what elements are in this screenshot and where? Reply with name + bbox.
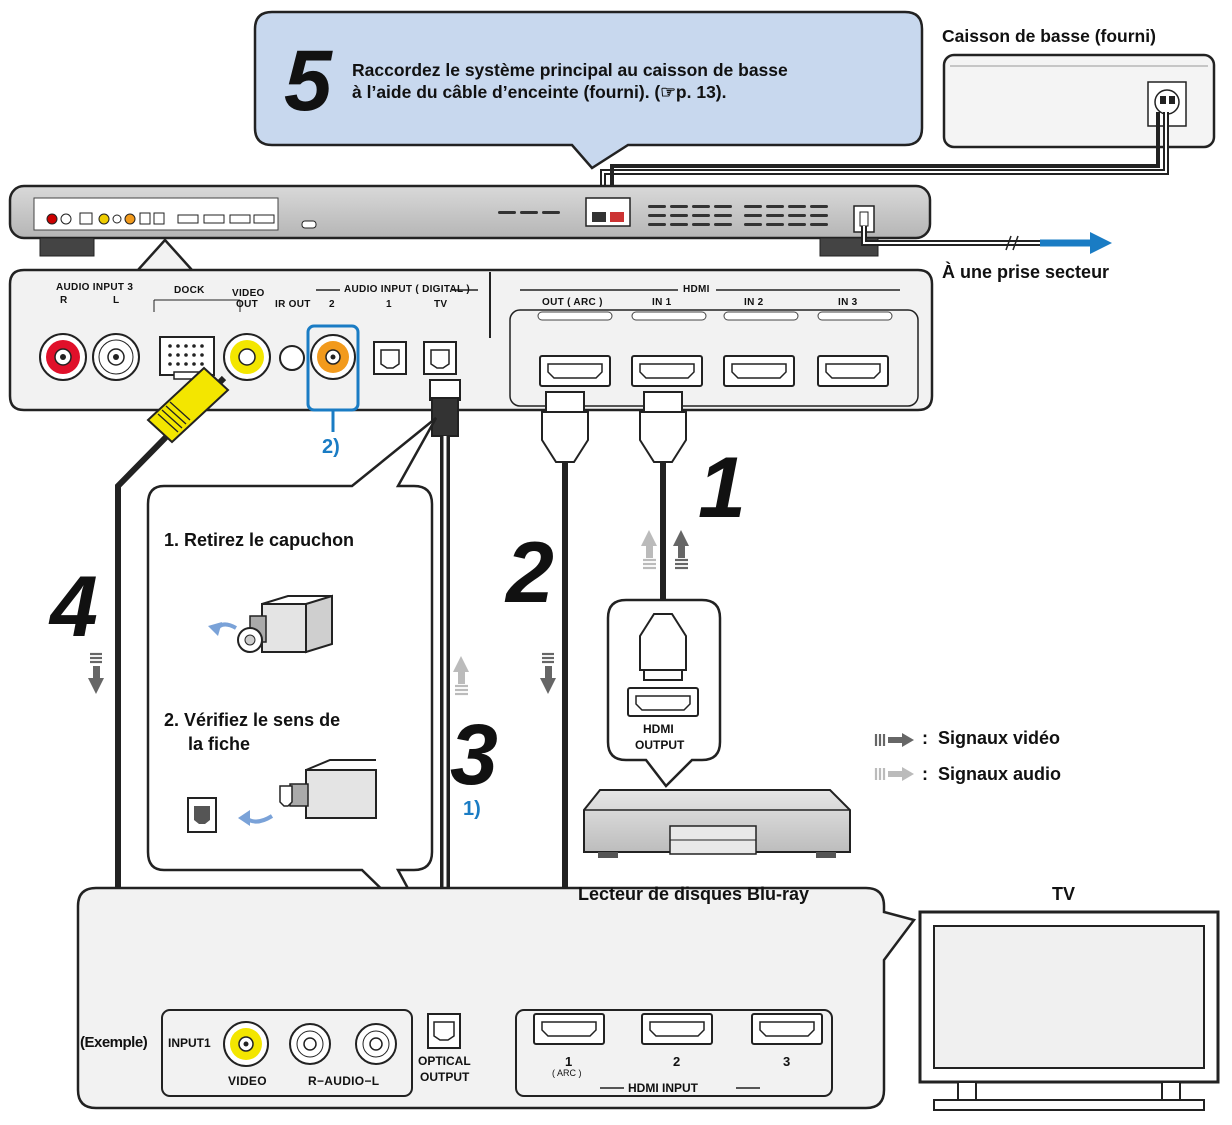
legend <box>874 733 914 781</box>
legend-sep-audio: : <box>922 764 928 784</box>
subwoofer-label: Caisson de basse (fourni) <box>942 26 1156 46</box>
hdmi-panel-title: HDMI <box>683 284 710 295</box>
optical-callout <box>146 417 440 945</box>
step-1-number: 1 <box>698 440 746 536</box>
hdmi-out-arc-label: OUT ( ARC ) <box>542 297 603 308</box>
tv-hdmi-1-label: 1 <box>565 1054 573 1069</box>
step-4-number: 4 <box>50 559 98 655</box>
soundbar-back <box>8 184 932 257</box>
tv-video-label: VIDEO <box>228 1074 267 1088</box>
digital-2-label: 2 <box>329 299 335 310</box>
step-5-number: 5 <box>284 33 332 129</box>
legend-audio-label: Signaux audio <box>938 764 1062 784</box>
l-label: L <box>113 295 120 306</box>
step5-callout <box>253 10 924 170</box>
player-hdmi-label: HDMI <box>643 722 674 736</box>
tv-hdmi-input-label: HDMI INPUT <box>628 1081 698 1095</box>
tv-panel <box>76 886 917 1110</box>
remove-cap-illustration <box>208 594 333 654</box>
hdmi-in1-label: IN 1 <box>652 297 672 308</box>
soundbar-panel <box>8 238 934 432</box>
player-output-label: OUTPUT <box>635 738 685 752</box>
ir-out-label: IR OUT <box>275 299 311 310</box>
legend-sep-video: : <box>922 728 928 748</box>
video-out-label-2: OUT <box>236 299 259 310</box>
tv-label: TV <box>1052 884 1076 904</box>
dock-label: DOCK <box>174 285 205 296</box>
outlet-label: À une prise secteur <box>942 262 1110 282</box>
player-name: Lecteur de disques Blu-ray <box>578 884 810 904</box>
callout-item-1: 1. Retirez le capuchon <box>164 530 355 550</box>
check-orientation-illustration <box>187 759 377 833</box>
sub-step-1: 1) <box>463 798 481 820</box>
tv-optical-output-label: OUTPUT <box>420 1070 470 1084</box>
callout-item-2a: 2. Vérifiez le sens de <box>164 710 341 730</box>
tv <box>918 910 1220 1111</box>
step-5-line-2: à l’aide du câble d’enceinte (fourni). (… <box>352 82 727 102</box>
tv-hdmi-arc-label: ( ARC ) <box>552 1068 582 1078</box>
subwoofer <box>942 53 1216 149</box>
sub-step-2: 2) <box>322 436 340 458</box>
signal-arrows <box>88 530 689 696</box>
step-3-number: 3 <box>450 707 498 803</box>
video-out-label-1: VIDEO <box>232 288 265 299</box>
audio-input-digital-label: AUDIO INPUT ( DIGITAL ) <box>344 284 470 295</box>
digital-tv-label: TV <box>434 299 448 310</box>
digital-1-label: 1 <box>386 299 392 310</box>
legend-video-label: Signaux vidéo <box>938 728 1061 748</box>
hdmi-in3-label: IN 3 <box>838 297 858 308</box>
audio-input3-label: AUDIO INPUT 3 <box>56 282 134 293</box>
tv-input1-label: INPUT1 <box>168 1036 211 1050</box>
exemple-label: (Exemple) <box>80 1034 148 1051</box>
bluray-player <box>583 598 851 858</box>
tv-hdmi-2-label: 2 <box>673 1054 681 1069</box>
step-5-line-1: Raccordez le système principal au caisso… <box>352 60 788 80</box>
tv-r-audio-l-label: R−AUDIO−L <box>308 1074 380 1088</box>
tv-hdmi-3-label: 3 <box>783 1054 791 1069</box>
callout-item-2b: la fiche <box>188 734 251 754</box>
step-2-number: 2 <box>506 525 554 621</box>
cable-hdmi-in1 <box>639 391 687 614</box>
tv-optical-label: OPTICAL <box>418 1054 471 1068</box>
r-label: R <box>60 295 68 306</box>
hdmi-in2-label: IN 2 <box>744 297 764 308</box>
